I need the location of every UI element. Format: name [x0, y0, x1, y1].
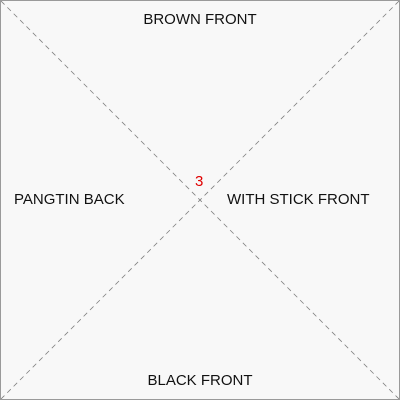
center-marker: 3 — [195, 173, 204, 190]
top-label: BROWN FRONT — [143, 11, 257, 28]
left-label: PANGTIN BACK — [14, 191, 125, 208]
right-label: WITH STICK FRONT — [227, 191, 370, 208]
bottom-label: BLACK FRONT — [147, 372, 253, 389]
